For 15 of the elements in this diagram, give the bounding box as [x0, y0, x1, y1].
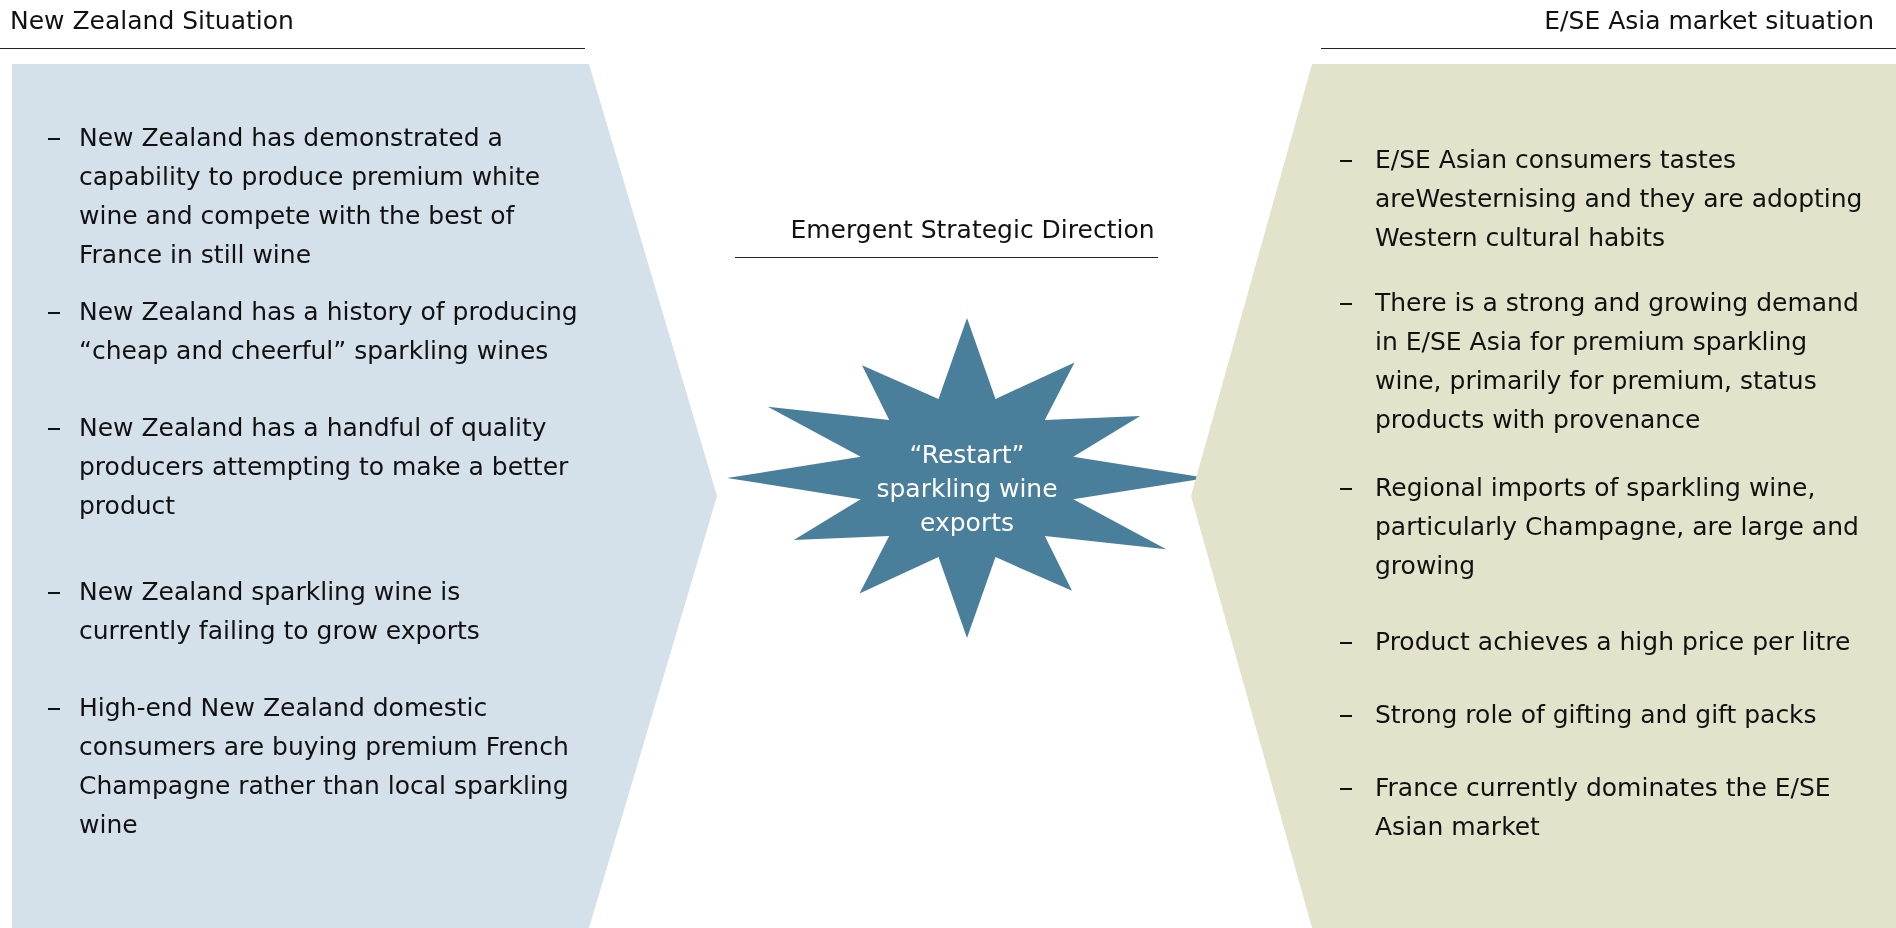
bullet-text: New Zealand has demonstrated a capability to produce premium white wine and compete with the best of France in still wine	[79, 122, 542, 271]
bullet-text: Regional imports of sparkling wine, particularly Champagne, are large and growing	[1375, 472, 1860, 582]
bullet-text: There is a strong and growing demand in E/SE Asia for premium sparkling wine, primarily for premium, status products with provenance	[1375, 287, 1860, 436]
bullet-text: New Zealand has a history of producing “cheap and cheerful” sparkling wines	[79, 296, 579, 367]
starburst-text: “Restart” sparkling wine exports	[875, 439, 1059, 539]
bullet-text: Product achieves a high price per litre	[1375, 626, 1852, 658]
panel-heading: New Zealand Situation	[10, 6, 294, 35]
bullet-text: New Zealand sparkling wine is currently failing to grow exports	[79, 576, 481, 647]
section-heading: Emergent Strategic Direction	[789, 215, 1156, 244]
bullet-text: High-end New Zealand domestic consumers are buying premium French Champagne rather than local sparkling wine	[79, 692, 570, 841]
bullet-text: New Zealand has a handful of quality producers attempting to make a better product	[79, 412, 570, 522]
bullet-text: E/SE Asian consumers tastes areWesternising and they are adopting Western cultural habits	[1375, 144, 1864, 254]
bullet-text: Strong role of gifting and gift packs	[1375, 699, 1818, 731]
bullet-text: France currently dominates the E/SE Asian market	[1375, 772, 1832, 843]
panel-heading: E/SE Asia market situation	[1544, 6, 1874, 35]
